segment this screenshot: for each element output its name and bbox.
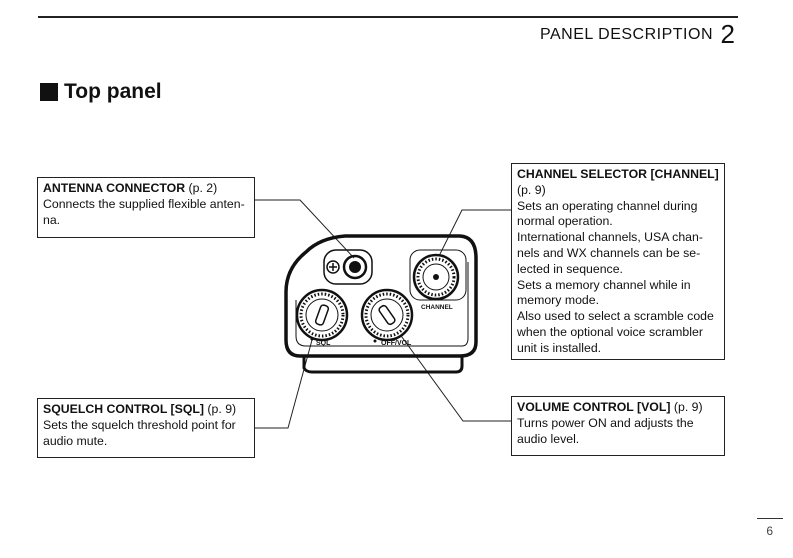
volume-knob-icon	[360, 288, 414, 343]
chapter-number: 2	[720, 19, 735, 49]
channel-callout-line: unit is installed.	[517, 340, 602, 355]
volume-callout-title: VOLUME CONTROL [VOL]	[517, 400, 671, 414]
off-vol-label: OFF/VOL	[381, 340, 412, 347]
channel-label: CHANNEL	[421, 304, 453, 311]
squelch-callout-page: (p. 9)	[207, 402, 237, 416]
antenna-callout-line: Connects the supplied flexible anten-	[43, 196, 245, 211]
antenna-connector-icon	[323, 249, 373, 285]
volume-control-callout: VOLUME CONTROL [VOL] (p. 9) Turns power …	[511, 396, 725, 456]
squelch-control-callout: SQUELCH CONTROL [SQL] (p. 9) Sets the sq…	[37, 398, 255, 458]
antenna-callout-title: ANTENNA CONNECTOR	[43, 181, 186, 195]
header-rule	[38, 16, 738, 18]
channel-callout-line: Sets an operating channel during	[517, 198, 698, 213]
radio-top-body	[284, 234, 478, 374]
page-number: 6	[766, 524, 773, 538]
antenna-connector-callout: ANTENNA CONNECTOR (p. 2) Connects the su…	[37, 177, 255, 238]
squelch-knob-icon	[295, 288, 349, 342]
section-title-text: Top panel	[64, 80, 162, 103]
antenna-callout-line: na.	[43, 212, 61, 227]
volume-callout-page: (p. 9)	[673, 400, 703, 414]
section-title: Top panel	[40, 80, 162, 104]
channel-callout-line: nels and WX channels can be se-	[517, 245, 701, 260]
squelch-leader	[255, 339, 313, 429]
volume-callout-line: Turns power ON and adjusts the	[517, 415, 694, 430]
channel-callout-title: CHANNEL SELECTOR [CHANNEL]	[517, 167, 719, 181]
channel-callout-line: when the optional voice scrambler	[517, 324, 703, 339]
squelch-callout-line: Sets the squelch threshold point for	[43, 417, 236, 432]
channel-knob-icon	[409, 249, 467, 301]
section-bullet-icon	[40, 83, 58, 101]
channel-callout-page: (p. 9)	[517, 182, 546, 197]
channel-selector-callout: CHANNEL SELECTOR [CHANNEL] (p. 9) Sets a…	[511, 163, 725, 360]
sql-label: SQL	[316, 340, 331, 347]
channel-callout-line: normal operation.	[517, 214, 613, 229]
volume-callout-line: audio level.	[517, 431, 580, 446]
header-title: PANEL DESCRIPTION	[540, 26, 713, 43]
channel-callout-line: International channels, USA chan-	[517, 230, 703, 245]
footer-rule	[757, 518, 783, 519]
channel-callout-line: Sets a memory channel while in	[517, 277, 691, 292]
antenna-callout-page: (p. 2)	[188, 181, 218, 195]
squelch-callout-line: audio mute.	[43, 433, 108, 448]
squelch-callout-title: SQUELCH CONTROL [SQL]	[43, 402, 204, 416]
channel-leader	[432, 209, 511, 269]
channel-callout-line: memory mode.	[517, 293, 600, 308]
channel-callout-line: Also used to select a scramble code	[517, 309, 714, 324]
channel-callout-line: lected in sequence.	[517, 261, 623, 276]
